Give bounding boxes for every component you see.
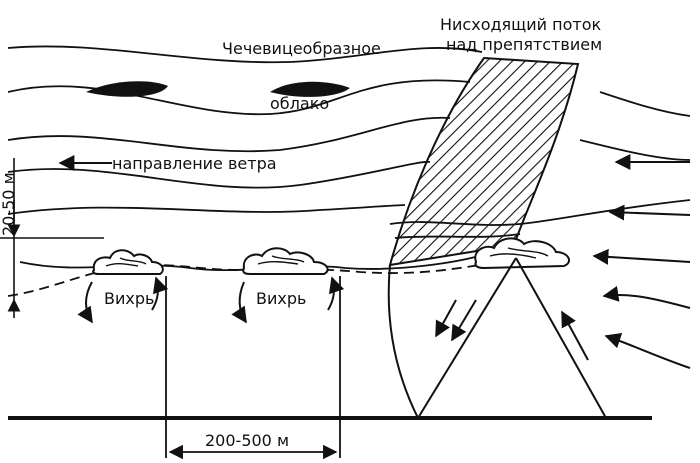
slope-arrow-down-2 <box>435 299 457 338</box>
streamline-9 <box>7 261 499 297</box>
vortex-arrow-left-up <box>151 276 169 311</box>
streamline-2 <box>7 79 471 116</box>
wind-direction-label: направление ветра <box>112 154 277 173</box>
height-range-label: 20-50 м <box>0 172 18 236</box>
wind-arrows-right <box>592 154 691 369</box>
slope-arrow-down <box>451 299 477 342</box>
vortex-label-left: Вихрь <box>104 289 155 308</box>
vortex-label-right: Вихрь <box>256 289 307 308</box>
streamline-3 <box>7 116 451 153</box>
cap-cloud <box>474 237 571 270</box>
vortex-arrow-right-up <box>327 276 345 311</box>
rotor-cloud-left <box>92 249 164 275</box>
slope-arrow-up <box>561 310 589 361</box>
vortex-arrow-right <box>231 281 247 324</box>
rotor-cloud-right <box>242 247 329 275</box>
downdraft-outer-boundary <box>387 264 419 419</box>
downdraft-label-line2: над препятствием <box>446 35 603 54</box>
streamline-right-2 <box>579 139 691 161</box>
distance-range-label: 200-500 м <box>205 431 290 450</box>
downdraft-label-line1: Нисходящий поток <box>440 15 602 34</box>
streamline-right-1 <box>599 91 691 117</box>
streamline-7 <box>394 233 521 239</box>
lenticular-label-line2: облако <box>270 94 330 113</box>
obstacle-slope-left <box>417 257 517 419</box>
streamline-4 <box>7 160 431 189</box>
vortex-arrow-left <box>77 281 93 324</box>
lenticular-label-line1: Чечевицеобразное <box>222 39 381 58</box>
streamline-5 <box>7 204 406 215</box>
obstacle-slope-right <box>515 257 607 419</box>
lenticular-cloud-left <box>86 81 168 97</box>
streamline-1 <box>7 45 483 64</box>
lenticular-cloud-center <box>270 81 350 97</box>
downdraft-band <box>388 56 580 267</box>
